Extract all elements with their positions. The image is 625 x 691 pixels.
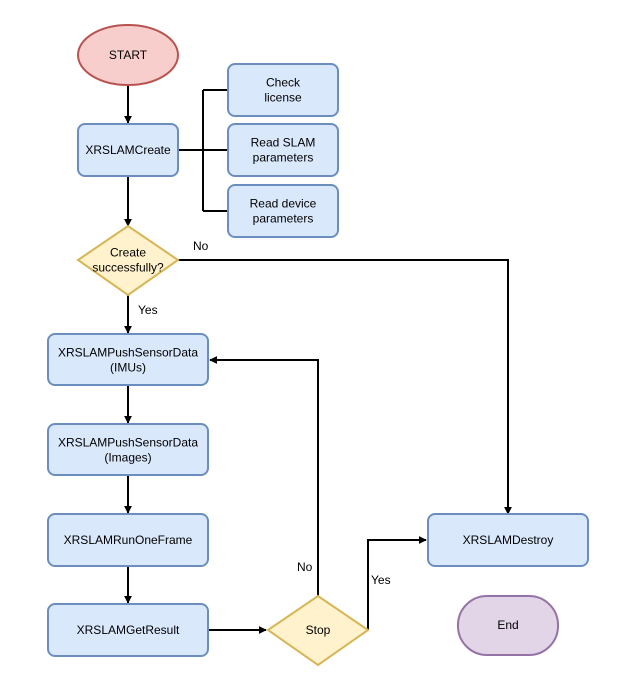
run-frame-shape xyxy=(47,513,209,567)
label-create-yes: Yes xyxy=(138,303,158,317)
stop-label: Stop xyxy=(306,623,331,637)
label-stop-yes: Yes xyxy=(371,573,391,587)
edges xyxy=(124,85,512,634)
stop-shape xyxy=(266,594,370,667)
get-result-label: XRSLAMGetResult xyxy=(77,623,180,637)
node-run-one-frame[interactable]: XRSLAMRunOneFrame xyxy=(47,513,209,567)
end-label: End xyxy=(497,618,518,632)
node-label-line: Read SLAM xyxy=(251,136,316,150)
node-label-line: (IMUs) xyxy=(110,361,146,375)
create-ok-shape xyxy=(76,224,180,297)
create-shape xyxy=(77,123,179,177)
end-shape xyxy=(457,595,559,656)
node-get-result[interactable]: XRSLAMGetResult xyxy=(47,603,209,657)
node-label-line: XRSLAMDestroy xyxy=(463,533,554,547)
node-label-line: Stop xyxy=(306,623,331,637)
start-shape xyxy=(77,24,179,86)
node-push-sensor-data-images[interactable]: XRSLAMPushSensorData(Images) xyxy=(47,423,209,476)
destroy-shape xyxy=(427,513,589,567)
node-stop-decision[interactable]: Stop xyxy=(266,594,370,667)
node-end[interactable]: End xyxy=(457,595,559,656)
node-label-line: XRSLAMCreate xyxy=(85,143,171,157)
node-label-line: XRSLAMPushSensorData xyxy=(58,346,198,360)
node-label-line: (Images) xyxy=(104,451,151,465)
push-imu-shape xyxy=(47,333,209,386)
node-label-line: parameters xyxy=(253,212,314,226)
node-xrslam-destroy[interactable]: XRSLAMDestroy xyxy=(427,513,589,567)
node-label-line: XRSLAMGetResult xyxy=(77,623,180,637)
edge-decision-no-to-destroy xyxy=(178,259,512,515)
check-license-shape xyxy=(227,63,339,117)
label-stop-no: No xyxy=(297,560,313,574)
edge-labels: No Yes No Yes xyxy=(138,239,391,587)
run-frame-label: XRSLAMRunOneFrame xyxy=(64,533,193,547)
edge-create-bracket xyxy=(178,89,228,212)
push-images-label: XRSLAMPushSensorData(Images) xyxy=(58,436,198,465)
node-label-line: START xyxy=(109,48,148,62)
node-label-line: End xyxy=(497,618,518,632)
create-label: XRSLAMCreate xyxy=(85,143,171,157)
node-push-sensor-data-imus[interactable]: XRSLAMPushSensorData(IMUs) xyxy=(47,333,209,386)
node-label-line: successfully? xyxy=(92,261,164,275)
destroy-label: XRSLAMDestroy xyxy=(463,533,554,547)
push-imu-label: XRSLAMPushSensorData(IMUs) xyxy=(58,346,198,375)
edge-stop-no-to-push-imu xyxy=(209,356,319,596)
label-create-no: No xyxy=(193,239,209,253)
node-label-line: Check xyxy=(266,76,301,90)
node-xrslam-create[interactable]: XRSLAMCreate xyxy=(77,123,179,177)
node-label-line: XRSLAMPushSensorData xyxy=(58,436,198,450)
node-start[interactable]: START xyxy=(77,24,179,86)
read-device-shape xyxy=(227,184,339,238)
node-label-line: XRSLAMRunOneFrame xyxy=(64,533,193,547)
node-label-line: license xyxy=(264,91,302,105)
read-slam-shape xyxy=(227,123,339,177)
node-label-line: parameters xyxy=(253,151,314,165)
get-result-shape xyxy=(47,603,209,657)
node-label-line: Create xyxy=(110,246,146,260)
start-label: START xyxy=(109,48,148,62)
push-images-shape xyxy=(47,423,209,476)
node-label-line: Read device xyxy=(250,197,317,211)
edge-stop-yes-to-destroy xyxy=(367,536,427,630)
